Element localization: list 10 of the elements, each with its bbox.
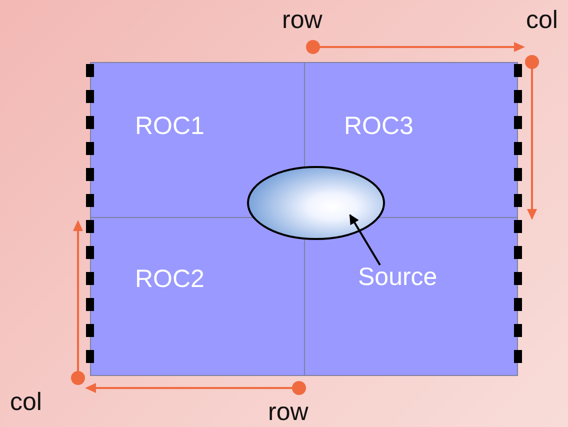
direction-label: row (282, 6, 322, 35)
source-label: Source (358, 263, 438, 292)
direction-label: col (10, 388, 42, 417)
roc-label: ROC2 (135, 265, 204, 294)
roc-label: ROC1 (135, 112, 204, 141)
roc-label: ROC3 (344, 112, 414, 141)
direction-label: row (268, 398, 308, 427)
leader-line (349, 214, 381, 266)
source-ellipse (247, 166, 385, 240)
direction-label: col (526, 6, 558, 35)
